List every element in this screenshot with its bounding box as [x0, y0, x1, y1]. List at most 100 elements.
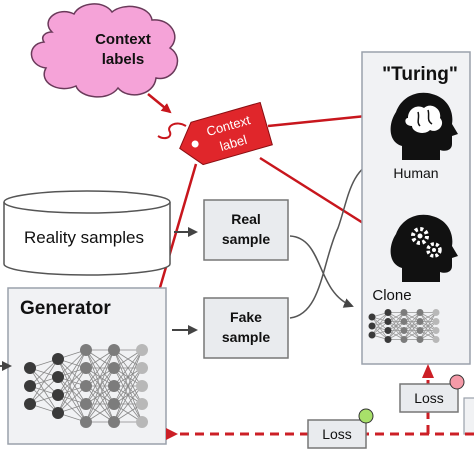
tag-label-line2: label — [218, 132, 249, 154]
network-edge — [387, 312, 405, 331]
network-edge — [85, 367, 115, 423]
turing-title: "Turing" — [382, 64, 458, 85]
context-label-tag: Context label — [179, 101, 273, 166]
network-edge — [113, 385, 143, 423]
gears-head-icon — [390, 214, 458, 282]
network-edge — [403, 321, 421, 340]
network-edge — [57, 349, 87, 414]
network-edge — [85, 349, 115, 423]
network-edge — [387, 312, 405, 340]
network-node — [80, 416, 92, 428]
arrow-cloud-to-tag — [147, 93, 172, 114]
network-node — [24, 398, 36, 410]
network-node — [108, 398, 120, 410]
tag-icon — [179, 101, 273, 166]
network-node — [416, 336, 424, 343]
network-node — [368, 322, 376, 330]
network-edge — [57, 349, 87, 378]
network-node — [368, 331, 376, 339]
network-node — [136, 380, 148, 392]
network-node — [24, 362, 36, 374]
network-node — [368, 313, 376, 321]
network-edge — [113, 349, 143, 423]
neural-network-icon — [368, 309, 440, 343]
network-edge — [57, 367, 87, 414]
fake-sample-box: Fake sample — [203, 297, 289, 359]
real-sample-line1: Real — [231, 211, 261, 227]
network-edge — [57, 385, 87, 414]
network-edge — [29, 358, 59, 405]
network-edge — [403, 312, 421, 331]
network-node — [384, 327, 392, 334]
network-edge — [419, 321, 437, 340]
fake-sample-line2: sample — [222, 329, 270, 345]
network-edge — [29, 376, 59, 405]
fake-sample-line1: Fake — [230, 309, 262, 325]
network-node — [432, 327, 440, 334]
cloud-label-line2: labels — [102, 51, 145, 68]
network-node — [80, 380, 92, 392]
network-edge — [85, 349, 115, 405]
network-node — [80, 362, 92, 374]
network-edge — [57, 349, 87, 396]
network-node — [136, 416, 148, 428]
network-node — [136, 398, 148, 410]
network-node — [108, 344, 120, 356]
network-node — [400, 309, 408, 316]
network-node — [52, 389, 64, 401]
context-labels-cloud: Context labels — [30, 3, 179, 98]
network-node — [416, 318, 424, 325]
network-edge — [113, 349, 143, 387]
cloud-icon — [30, 3, 179, 98]
loss-arrow-up — [422, 364, 434, 378]
network-node — [400, 327, 408, 334]
clone-label: Clone — [372, 287, 411, 304]
reality-samples-label: Reality samples — [24, 228, 144, 247]
network-node — [108, 380, 120, 392]
network-node — [416, 309, 424, 316]
generator-title: Generator — [20, 298, 111, 319]
curve-real-to-clone — [289, 235, 354, 308]
network-node — [400, 336, 408, 343]
network-node — [136, 362, 148, 374]
loss-bottom-label: Loss — [322, 426, 352, 442]
curve-fake-to-human — [289, 157, 380, 319]
network-node — [416, 327, 424, 334]
generator-network-icon — [24, 344, 148, 428]
network-node — [432, 309, 440, 316]
cloud-label-line1: Context — [95, 31, 151, 48]
network-node — [400, 318, 408, 325]
network-node — [432, 336, 440, 343]
generator-panel: Generator — [7, 287, 167, 445]
partial-box-right — [463, 397, 474, 435]
network-node — [384, 336, 392, 343]
network-edge — [113, 349, 143, 405]
network-node — [384, 309, 392, 316]
loss-right-label: Loss — [414, 390, 444, 406]
human-label: Human — [393, 165, 438, 181]
loss-box-right: Loss — [399, 374, 465, 413]
loss-box-bottom: Loss — [307, 408, 374, 449]
network-node — [52, 371, 64, 383]
network-node — [384, 318, 392, 325]
network-node — [52, 353, 64, 365]
network-edge — [403, 312, 421, 340]
network-edge — [85, 385, 115, 423]
network-node — [24, 380, 36, 392]
network-node — [432, 318, 440, 325]
reality-samples-database: Reality samples — [3, 190, 171, 276]
loss-indicator-pink — [449, 374, 465, 390]
database-icon — [3, 202, 171, 276]
network-edge — [29, 358, 59, 387]
network-edge — [387, 321, 405, 340]
brain-head-icon — [390, 92, 458, 160]
network-node — [52, 407, 64, 419]
network-edge — [419, 312, 437, 340]
loss-indicator-green — [358, 408, 374, 424]
turing-panel: "Turing" Human Clone — [361, 51, 471, 365]
real-sample-line2: sample — [222, 231, 270, 247]
network-node — [108, 416, 120, 428]
network-edge — [85, 349, 115, 387]
network-node — [80, 398, 92, 410]
